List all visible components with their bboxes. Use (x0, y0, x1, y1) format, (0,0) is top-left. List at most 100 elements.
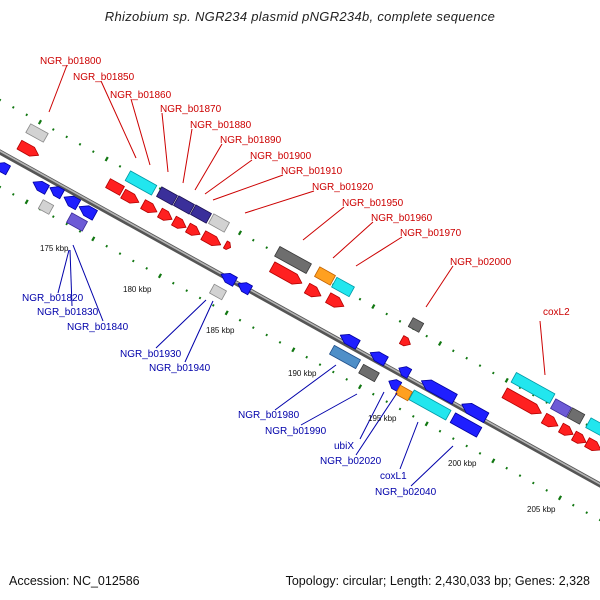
gene-box (37, 199, 55, 215)
tick-dot (424, 421, 429, 427)
scale-label: 195 kbp (368, 414, 397, 423)
gene-box (408, 389, 452, 421)
gene-arrow-reverse (0, 162, 11, 176)
gene-arrow-forward (398, 335, 411, 347)
forward-leader-line (539, 320, 546, 376)
tick-dot (305, 355, 309, 359)
tick-dot (371, 304, 376, 310)
tick-dot (545, 489, 549, 492)
gene-arrow-reverse (220, 272, 238, 287)
tick-dot (105, 244, 109, 248)
tick-dot (425, 334, 429, 338)
tick-dot (585, 511, 589, 514)
forward-leader-line (425, 265, 454, 308)
tick-dot (91, 150, 95, 153)
gene-arrow-reverse (78, 205, 98, 221)
gene-arrow-forward (16, 139, 39, 157)
forward-gene-label: NGR_b01890 (220, 135, 282, 146)
forward-gene-label: NGR_b01960 (371, 213, 433, 224)
forward-leader-line (332, 221, 374, 259)
reverse-gene-label: NGR_b01830 (37, 307, 99, 318)
tick-dot (24, 199, 29, 205)
label-leader-lines (48, 64, 546, 487)
tick-dot (78, 142, 82, 146)
reverse-leader-line (155, 299, 207, 349)
backbone-line (0, 149, 600, 488)
gene-box (585, 417, 600, 436)
tick-dot (171, 281, 175, 285)
tick-dot (11, 193, 15, 196)
tick-dot (465, 356, 469, 360)
reverse-leader-line (300, 393, 358, 426)
tick-dot (211, 304, 215, 307)
gene-box (209, 283, 227, 301)
tick-dot (131, 259, 135, 263)
scale-label: 200 kbp (448, 459, 477, 468)
tick-dot (398, 319, 402, 323)
gene-arrow-reverse (339, 333, 361, 350)
tick-dot (11, 106, 15, 109)
tick-dot (291, 347, 296, 353)
tick-dot (358, 297, 362, 301)
gene-box (314, 266, 336, 286)
tick-dot (251, 238, 255, 242)
tick-dot (478, 364, 482, 367)
forward-leader-line (204, 159, 253, 195)
tick-dot (385, 400, 389, 403)
tick-dot (198, 296, 202, 300)
gene-box (173, 195, 195, 215)
forward-gene-label: NGR_b01860 (110, 90, 172, 101)
tick-dot (531, 481, 535, 485)
tick-dot (25, 113, 29, 117)
gene-box (105, 178, 125, 196)
tick-dot (51, 215, 55, 218)
tick-dot (224, 310, 229, 316)
gene-box (274, 246, 312, 274)
gene-arrow-forward (171, 215, 187, 229)
forward-leader-line (48, 64, 68, 113)
gene-arrow-forward (303, 282, 322, 298)
reverse-leader-line (57, 249, 70, 294)
forward-leader-line (161, 112, 169, 173)
forward-leader-line (244, 190, 315, 214)
tick-dot (557, 495, 563, 501)
tick-dot (145, 267, 149, 270)
reverse-gene-label: NGR_b01940 (149, 363, 211, 374)
scale-label: 190 kbp (288, 369, 317, 378)
gene-box (329, 344, 361, 370)
tick-dot (37, 119, 43, 125)
reverse-gene-label: NGR_b01930 (120, 349, 182, 360)
gene-arrow-reverse (398, 366, 413, 379)
reverse-gene-label: NGR_b01840 (67, 322, 129, 333)
tick-dot (465, 444, 469, 448)
map-title: Rhizobium sp. NGR234 plasmid pNGR234b, c… (104, 9, 496, 24)
tick-dot (65, 135, 69, 139)
gene-arrow-reverse (461, 402, 490, 424)
gene-arrow-forward (157, 207, 173, 221)
gene-box (550, 398, 572, 418)
tick-dot (185, 289, 189, 292)
gene-box (66, 212, 88, 232)
forward-gene-label: coxL2 (543, 307, 570, 318)
reverse-gene-label: NGR_b01980 (238, 410, 300, 421)
forward-gene-label: NGR_b01800 (40, 56, 102, 67)
forward-gene-label: NGR_b01910 (281, 166, 343, 177)
reverse-leader-line (359, 391, 385, 440)
tick-dot (104, 156, 109, 162)
reverse-leader-line (355, 392, 398, 456)
gene-box (566, 407, 586, 425)
tick-dot (491, 458, 496, 464)
gene-arrow-forward (120, 188, 140, 204)
gene-arrow-forward (222, 240, 232, 250)
tick-dot (238, 318, 242, 322)
forward-leader-line (212, 174, 284, 201)
sequence-backbone (0, 149, 600, 488)
forward-gene-label: NGR_b01900 (250, 151, 312, 162)
forward-gene-label: NGR_b01920 (312, 182, 374, 193)
reverse-gene-label: NGR_b02040 (375, 487, 437, 498)
reverse-leader-line (274, 364, 337, 411)
tick-dot (278, 341, 282, 344)
gene-arrow-reverse (63, 195, 82, 211)
tick-dot (451, 349, 455, 353)
gene-box (510, 372, 556, 404)
